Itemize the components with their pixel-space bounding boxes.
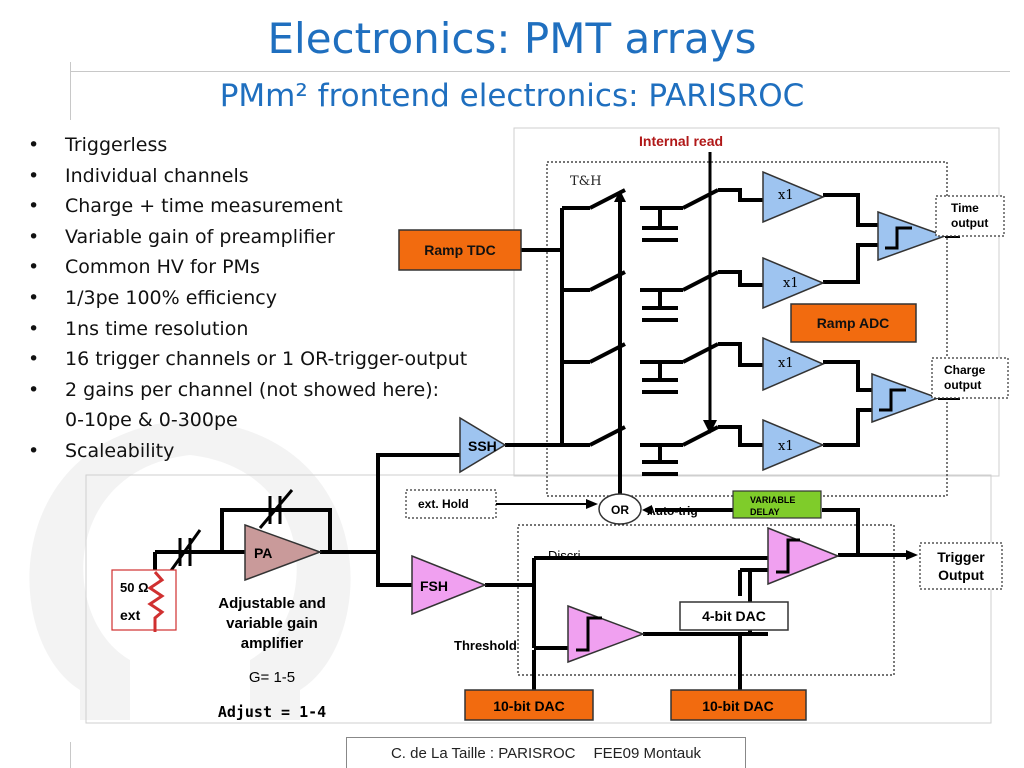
variable-delay-label-1: VARIABLE bbox=[750, 495, 795, 505]
time-output-box bbox=[935, 195, 1005, 237]
bullet-item: 2 gains per channel (not showed here): bbox=[22, 375, 467, 406]
bullet-item: Triggerless bbox=[22, 130, 467, 161]
resistor-value-label: 50 Ω bbox=[120, 580, 149, 595]
time-output-label-2: output bbox=[951, 216, 988, 230]
diagram-panel-frame-right bbox=[513, 127, 1000, 477]
charge-mux bbox=[871, 372, 941, 424]
bullet-item: Charge + time measurement bbox=[22, 191, 467, 222]
bullet-item: Individual channels bbox=[22, 161, 467, 192]
pa-caption-2: variable gain bbox=[226, 615, 318, 632]
ramp-adc-block bbox=[790, 303, 917, 343]
charge-output-box bbox=[931, 357, 1009, 399]
buffer-label-4: x1 bbox=[778, 439, 794, 454]
buffer-label-2: x1 bbox=[783, 276, 799, 291]
resistor-box bbox=[111, 569, 177, 631]
ssh-label: SSH bbox=[468, 438, 497, 454]
internal-read-label: Internal read bbox=[639, 133, 723, 149]
or-up-arrow bbox=[614, 190, 626, 202]
variable-delay-block bbox=[732, 490, 822, 519]
capacitors bbox=[642, 226, 678, 476]
buffer-label-3: x1 bbox=[778, 356, 794, 371]
ramp-adc-label: Ramp ADC bbox=[817, 315, 890, 331]
decorative-rule-left bbox=[70, 62, 71, 120]
adjust-label: Adjust = 1-4 bbox=[218, 703, 326, 721]
footer-event: FEE09 Montauk bbox=[593, 744, 702, 762]
bullet-item: Common HV for PMs bbox=[22, 252, 467, 283]
footer-box: C. de La Taille : PARISROC FEE09 Montauk bbox=[346, 737, 746, 768]
footer-author: C. de La Taille : PARISROC bbox=[390, 744, 576, 762]
auto-trig-label: Auto-trig bbox=[647, 504, 698, 518]
preamplifier bbox=[244, 523, 323, 582]
dac-4bit-block bbox=[679, 601, 789, 631]
gain-label: G= 1-5 bbox=[249, 669, 295, 686]
bullet-item: 16 trigger channels or 1 OR-trigger-outp… bbox=[22, 344, 467, 375]
threshold-label: Threshold bbox=[454, 638, 517, 653]
ext-hold-label: ext. Hold bbox=[418, 497, 469, 511]
charge-output-label-2: output bbox=[944, 378, 981, 392]
fsh-shaper bbox=[411, 554, 488, 616]
buffer-label-1: x1 bbox=[778, 188, 794, 203]
bullet-item: 1ns time resolution bbox=[22, 314, 467, 345]
dac-10bit-left-block bbox=[464, 689, 594, 721]
fsh-label: FSH bbox=[420, 578, 448, 594]
bullet-item: Variable gain of preamplifier bbox=[22, 222, 467, 253]
variable-capacitors bbox=[168, 489, 294, 573]
pa-caption-3: amplifier bbox=[241, 635, 304, 652]
omega-watermark bbox=[29, 420, 351, 720]
page-subtitle: PMm² frontend electronics: PARISROC bbox=[219, 78, 805, 114]
feature-bullet-list: Triggerless Individual channels Charge +… bbox=[22, 130, 467, 467]
time-mux bbox=[877, 210, 948, 262]
discriminator-top bbox=[767, 526, 841, 586]
variable-delay-label-2: DELAY bbox=[750, 507, 780, 517]
pa-caption-1: Adjustable and bbox=[218, 595, 326, 612]
bullet-continuation: 0-10pe & 0-300pe bbox=[65, 409, 238, 432]
trigger-output-label-1: Trigger bbox=[937, 549, 985, 565]
page-title: Electronics: PMT arrays bbox=[267, 14, 757, 63]
internal-read-line bbox=[703, 152, 717, 434]
discriminator-region bbox=[517, 524, 895, 676]
buffer-amplifiers bbox=[762, 170, 825, 472]
time-output-label-1: Time bbox=[951, 201, 979, 215]
charge-output-label-1: Charge bbox=[944, 363, 986, 377]
bullet-item: 1/3pe 100% efficiency bbox=[22, 283, 467, 314]
discriminator-bottom bbox=[567, 604, 646, 664]
resistor-zigzag bbox=[147, 571, 165, 632]
or-gate bbox=[598, 493, 642, 525]
trigger-output-arrow bbox=[880, 550, 918, 560]
dac-10bit-left-label: 10-bit DAC bbox=[493, 698, 565, 714]
wiring bbox=[153, 188, 960, 690]
pa-label: PA bbox=[254, 545, 272, 561]
auto-trig-arrow bbox=[642, 505, 652, 515]
dac-10bit-right-label: 10-bit DAC bbox=[702, 698, 774, 714]
dac-4bit-label: 4-bit DAC bbox=[702, 608, 766, 624]
diagram-panel-frame bbox=[85, 474, 992, 724]
dac-10bit-right-block bbox=[670, 689, 807, 721]
trigger-output-label-2: Output bbox=[938, 567, 984, 583]
discri-label: Discri. bbox=[548, 548, 584, 563]
track-hold-label: T&H bbox=[570, 174, 602, 189]
decorative-rule-top bbox=[70, 71, 1010, 72]
decorative-rule-left-bottom bbox=[70, 742, 71, 768]
bullet-item: Scaleability bbox=[22, 436, 467, 467]
trigger-output-box bbox=[919, 542, 1003, 590]
resistor-ext-label: ext bbox=[120, 607, 141, 623]
or-gate-label: OR bbox=[611, 503, 629, 517]
ext-hold-arrow bbox=[496, 499, 598, 509]
